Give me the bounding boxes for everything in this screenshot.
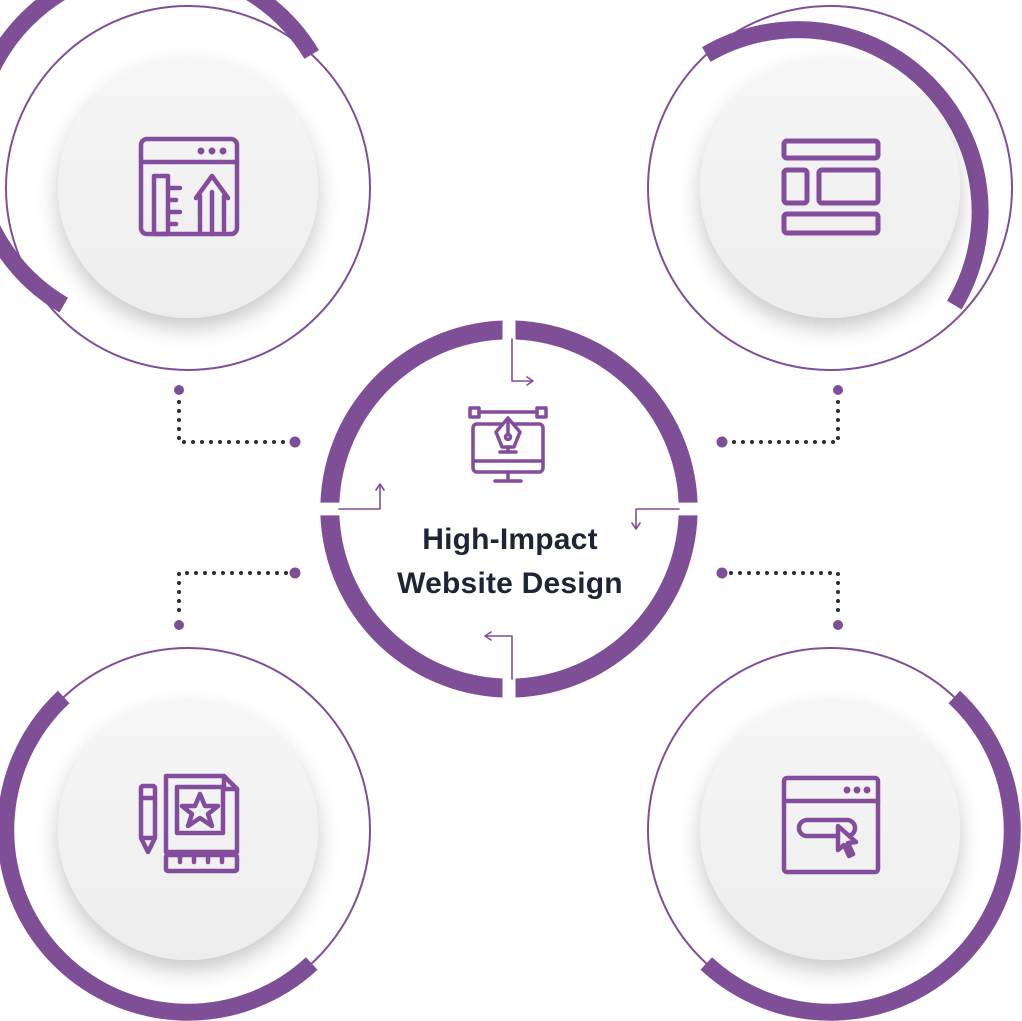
cycle-arrow-right [631,508,680,530]
cycle-arc-top-left [320,320,503,503]
browser-click-button-icon [781,775,881,875]
center-title-line-1: High-Impact [422,523,598,556]
node-bottom-right [647,647,1021,1021]
cycle-arrow-bottom [484,631,513,680]
design-canvas-star-icon [138,773,240,874]
center-title-line-2: Website Design [397,567,623,600]
center-title: High-Impact Website Design [330,518,690,606]
cycle-arrow-left [338,483,385,510]
connector-bottom-right [716,567,843,630]
pen-tool-monitor-icon [468,406,548,483]
cycle-arrow-top [511,338,534,386]
cycle-arc-bottom-right [515,515,698,698]
node-top-left [0,0,371,371]
connector-bottom-left [174,567,301,630]
node-bottom-left [0,647,371,1021]
connector-top-right [716,385,843,448]
node-top-right [647,5,1013,371]
cycle-arc-bottom-left [320,515,503,698]
center-cycle [320,320,698,698]
browser-layout-chart-icon [138,136,240,237]
connector-top-left [174,385,301,448]
cycle-arc-top-right [515,320,698,503]
page-layout-icon [781,138,881,236]
